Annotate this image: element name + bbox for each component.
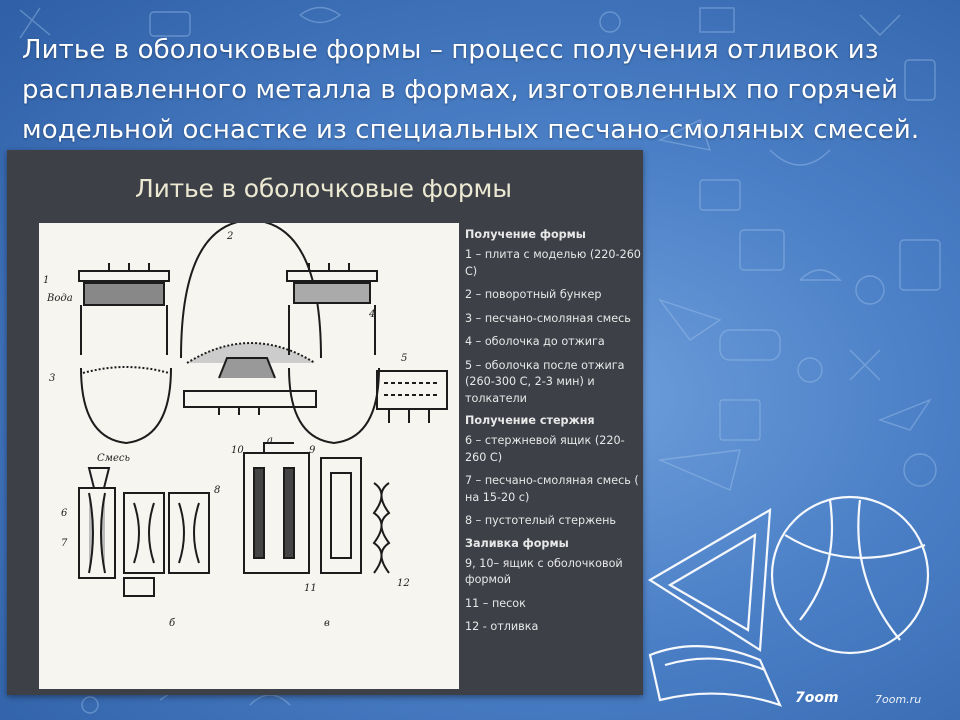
label-num-6: 6: [61, 508, 68, 519]
heading-line-3: модельной оснастке из специальных песчан…: [22, 115, 920, 145]
label-num-4: 4: [369, 309, 376, 320]
legend-item-9-10: 9, 10– ящик с оболочковой формой: [465, 556, 623, 587]
legend-item-11: 11 – песок: [465, 596, 526, 610]
shell-mold-box-10: [243, 452, 310, 574]
legend-item-12: 12 - отливка: [465, 620, 539, 633]
label-a: а: [267, 435, 273, 446]
legend-item-8: 8 – пустотелый стержень: [465, 514, 617, 527]
heading-line-1: Литье в оболочковые формы – процесс полу…: [22, 35, 879, 65]
shell-after-annealing: [376, 370, 448, 410]
heading-line-2: расплавленного металла в формах, изготов…: [22, 75, 899, 105]
legend-item-4: 4 – оболочка до отжига: [465, 335, 605, 348]
casting-process-diagram: Вода Смесь а б в 1 2 3 4 5 6 7 8 9 10 11…: [39, 218, 459, 689]
label-num-12: 12: [397, 578, 410, 589]
legend-item-3: 3 – песчано-смоляная смесь: [465, 311, 631, 325]
pattern-plate-1: [78, 270, 170, 282]
label-voda: Вода: [47, 293, 73, 304]
shell-mold-box-9: [320, 457, 362, 574]
label-v: в: [324, 618, 330, 629]
legend-item-7: 7 – песчано-смоляная смесь ( на 15-20 с): [465, 474, 639, 504]
label-num-10: 10: [231, 445, 244, 456]
diagram-drawing: [78, 218, 448, 597]
legend-item-1: 1 – плита с моделью (220-260 С): [465, 248, 641, 278]
embedded-slide: Литье в оболочковые формы: [7, 150, 643, 695]
legend: Получение формы 1 – плита с моделью (220…: [465, 225, 641, 643]
label-b: б: [169, 618, 176, 629]
legend-group-core: Получение стержня: [465, 414, 595, 427]
brand-url[interactable]: 7oom.ru: [875, 693, 922, 706]
label-num-1: 1: [43, 275, 50, 286]
label-num-7: 7: [61, 538, 68, 549]
label-num-2: 2: [227, 231, 234, 242]
label-num-5: 5: [401, 353, 408, 364]
pattern-1: [83, 282, 165, 306]
legend-group-pouring: Заливка формы: [465, 536, 569, 550]
embedded-slide-title: Литье в оболочковые формы: [135, 174, 512, 203]
label-num-9: 9: [309, 445, 316, 456]
legend-item-5: 5 – оболочка после отжига (260-300 С, 2-…: [465, 358, 625, 405]
slide-heading: Литье в оболочковые формы – процесс полу…: [22, 30, 932, 150]
label-num-3: 3: [49, 373, 56, 384]
casting-12: [372, 482, 383, 574]
pattern-plate-2: [183, 390, 317, 408]
core-box-6: [78, 487, 116, 579]
legend-item-6: 6 – стержневой ящик (220-260 С): [465, 434, 625, 464]
brand-logo: 7oom: [795, 690, 839, 706]
label-num-11: 11: [304, 583, 317, 594]
label-num-8: 8: [214, 485, 221, 496]
legend-item-2: 2 – поворотный бункер: [465, 288, 602, 301]
legend-group-mold: Получение формы: [465, 228, 586, 241]
core-sand-funnel: [87, 467, 111, 489]
label-smes: Смесь: [97, 453, 130, 464]
hopper-1: [80, 367, 172, 445]
